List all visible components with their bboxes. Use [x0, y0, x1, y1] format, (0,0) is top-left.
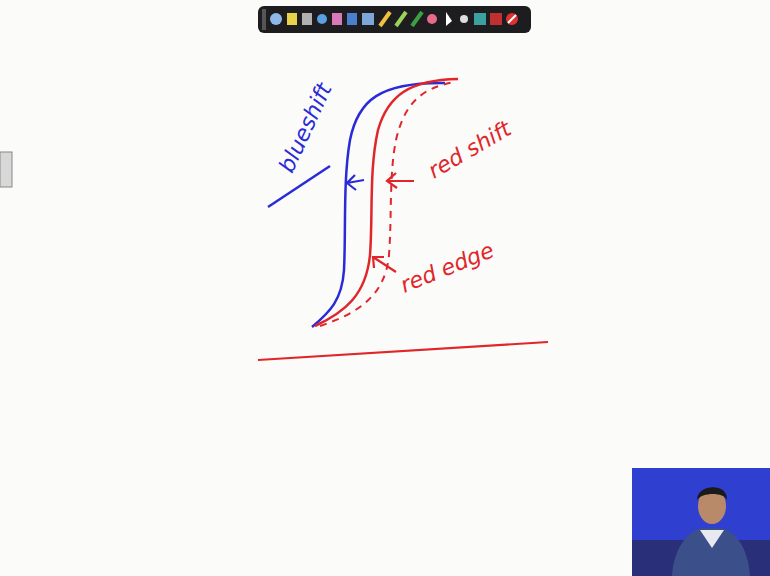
person-body — [672, 528, 750, 576]
webcam-background — [632, 468, 770, 576]
red-dashed-curve — [320, 82, 455, 326]
blue-arrow — [347, 175, 364, 190]
red-curve — [315, 79, 458, 326]
blue-curve — [312, 83, 445, 327]
red-shift-arrow — [387, 173, 414, 188]
person-hair — [697, 487, 727, 500]
red-edge-arrow — [373, 257, 396, 272]
red-shift-label: red shift — [425, 118, 515, 183]
toolbar — [258, 6, 531, 33]
side-tab — [0, 152, 12, 187]
toolbar-grip — [262, 9, 266, 30]
red-edge-label: red edge — [397, 239, 497, 296]
baseline — [258, 342, 548, 360]
toolbar-bar — [258, 6, 531, 33]
toolbar-icons — [270, 12, 518, 26]
webcam-inset — [632, 468, 770, 576]
blueshift-underline — [268, 166, 330, 207]
person-collar — [700, 530, 724, 548]
blueshift-label: blueshift — [276, 80, 336, 176]
